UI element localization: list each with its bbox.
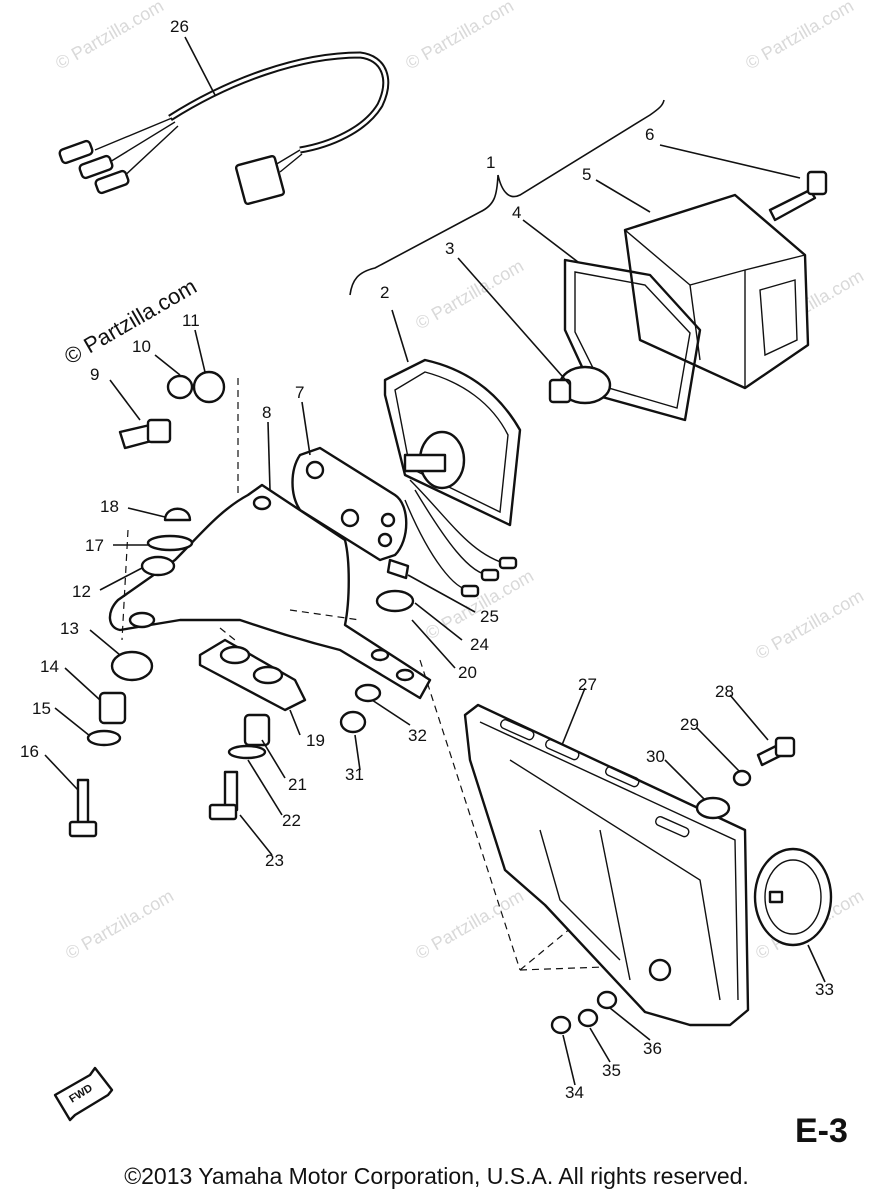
watermark: © Partzilla.com bbox=[742, 0, 857, 73]
tail-lens bbox=[623, 193, 810, 390]
license-plate-bracket bbox=[463, 703, 750, 1027]
forward-arrow: FWD bbox=[53, 1066, 114, 1122]
callout-4: 4 bbox=[512, 203, 521, 222]
callout-21: 21 bbox=[288, 775, 307, 794]
callout-24: 24 bbox=[470, 635, 489, 654]
callouts: 1 2 3 4 5 6 7 8 9 10 11 12 13 14 15 16 1… bbox=[20, 17, 834, 1102]
callout-15: 15 bbox=[32, 699, 51, 718]
hardware-left bbox=[68, 370, 415, 838]
lens-screw bbox=[768, 170, 828, 222]
callout-14: 14 bbox=[40, 657, 59, 676]
callout-32: 32 bbox=[408, 726, 427, 745]
callout-7: 7 bbox=[295, 383, 304, 402]
mounting-plate bbox=[291, 446, 408, 562]
callout-16: 16 bbox=[20, 742, 39, 761]
callout-36: 36 bbox=[643, 1039, 662, 1058]
callout-10: 10 bbox=[132, 337, 151, 356]
callout-23: 23 bbox=[265, 851, 284, 870]
callout-11: 11 bbox=[182, 311, 200, 330]
callout-1: 1 bbox=[486, 153, 495, 172]
callout-22: 22 bbox=[282, 811, 301, 830]
lamp-base bbox=[383, 358, 522, 527]
callout-33: 33 bbox=[815, 980, 834, 999]
callout-2: 2 bbox=[380, 283, 389, 302]
callout-5: 5 bbox=[582, 165, 591, 184]
rubber-block bbox=[198, 638, 307, 712]
callout-35: 35 bbox=[602, 1061, 621, 1080]
watermark-dark: © Partzilla.com bbox=[60, 274, 201, 370]
callout-6: 6 bbox=[645, 125, 654, 144]
watermark: © Partzilla.com bbox=[412, 255, 527, 333]
lens-gasket bbox=[563, 258, 702, 422]
lead-wires bbox=[404, 479, 518, 598]
callout-18: 18 bbox=[100, 497, 119, 516]
callout-12: 12 bbox=[72, 582, 91, 601]
callout-13: 13 bbox=[60, 619, 79, 638]
callout-8: 8 bbox=[262, 403, 271, 422]
watermark: © Partzilla.com bbox=[52, 0, 167, 73]
assembly-bracket bbox=[349, 99, 665, 296]
callout-26: 26 bbox=[170, 17, 189, 36]
watermark: © Partzilla.com bbox=[412, 885, 527, 963]
callout-29: 29 bbox=[680, 715, 699, 734]
callout-19: 19 bbox=[306, 731, 325, 750]
callout-3: 3 bbox=[445, 239, 454, 258]
watermark: © Partzilla.com bbox=[422, 565, 537, 643]
watermark: © Partzilla.com bbox=[402, 0, 517, 73]
wire-harness bbox=[58, 51, 390, 206]
callout-9: 9 bbox=[90, 365, 99, 384]
hardware-right bbox=[550, 736, 796, 1035]
callout-17: 17 bbox=[85, 536, 104, 555]
leader-lines bbox=[44, 36, 826, 1086]
callout-20: 20 bbox=[458, 663, 477, 682]
callout-30: 30 bbox=[646, 747, 665, 766]
callout-34: 34 bbox=[565, 1083, 584, 1102]
reflector bbox=[753, 847, 833, 947]
callout-27: 27 bbox=[578, 675, 597, 694]
watermark: © Partzilla.com bbox=[752, 585, 867, 663]
watermark: © Partzilla.com bbox=[62, 885, 177, 963]
sheet-label: E-3 bbox=[795, 1112, 848, 1150]
callout-28: 28 bbox=[715, 682, 734, 701]
callout-31: 31 bbox=[345, 765, 364, 784]
callout-25: 25 bbox=[480, 607, 499, 626]
tail-bulb bbox=[548, 365, 612, 405]
copyright-notice: ©2013 Yamaha Motor Corporation, U.S.A. A… bbox=[124, 1163, 749, 1189]
